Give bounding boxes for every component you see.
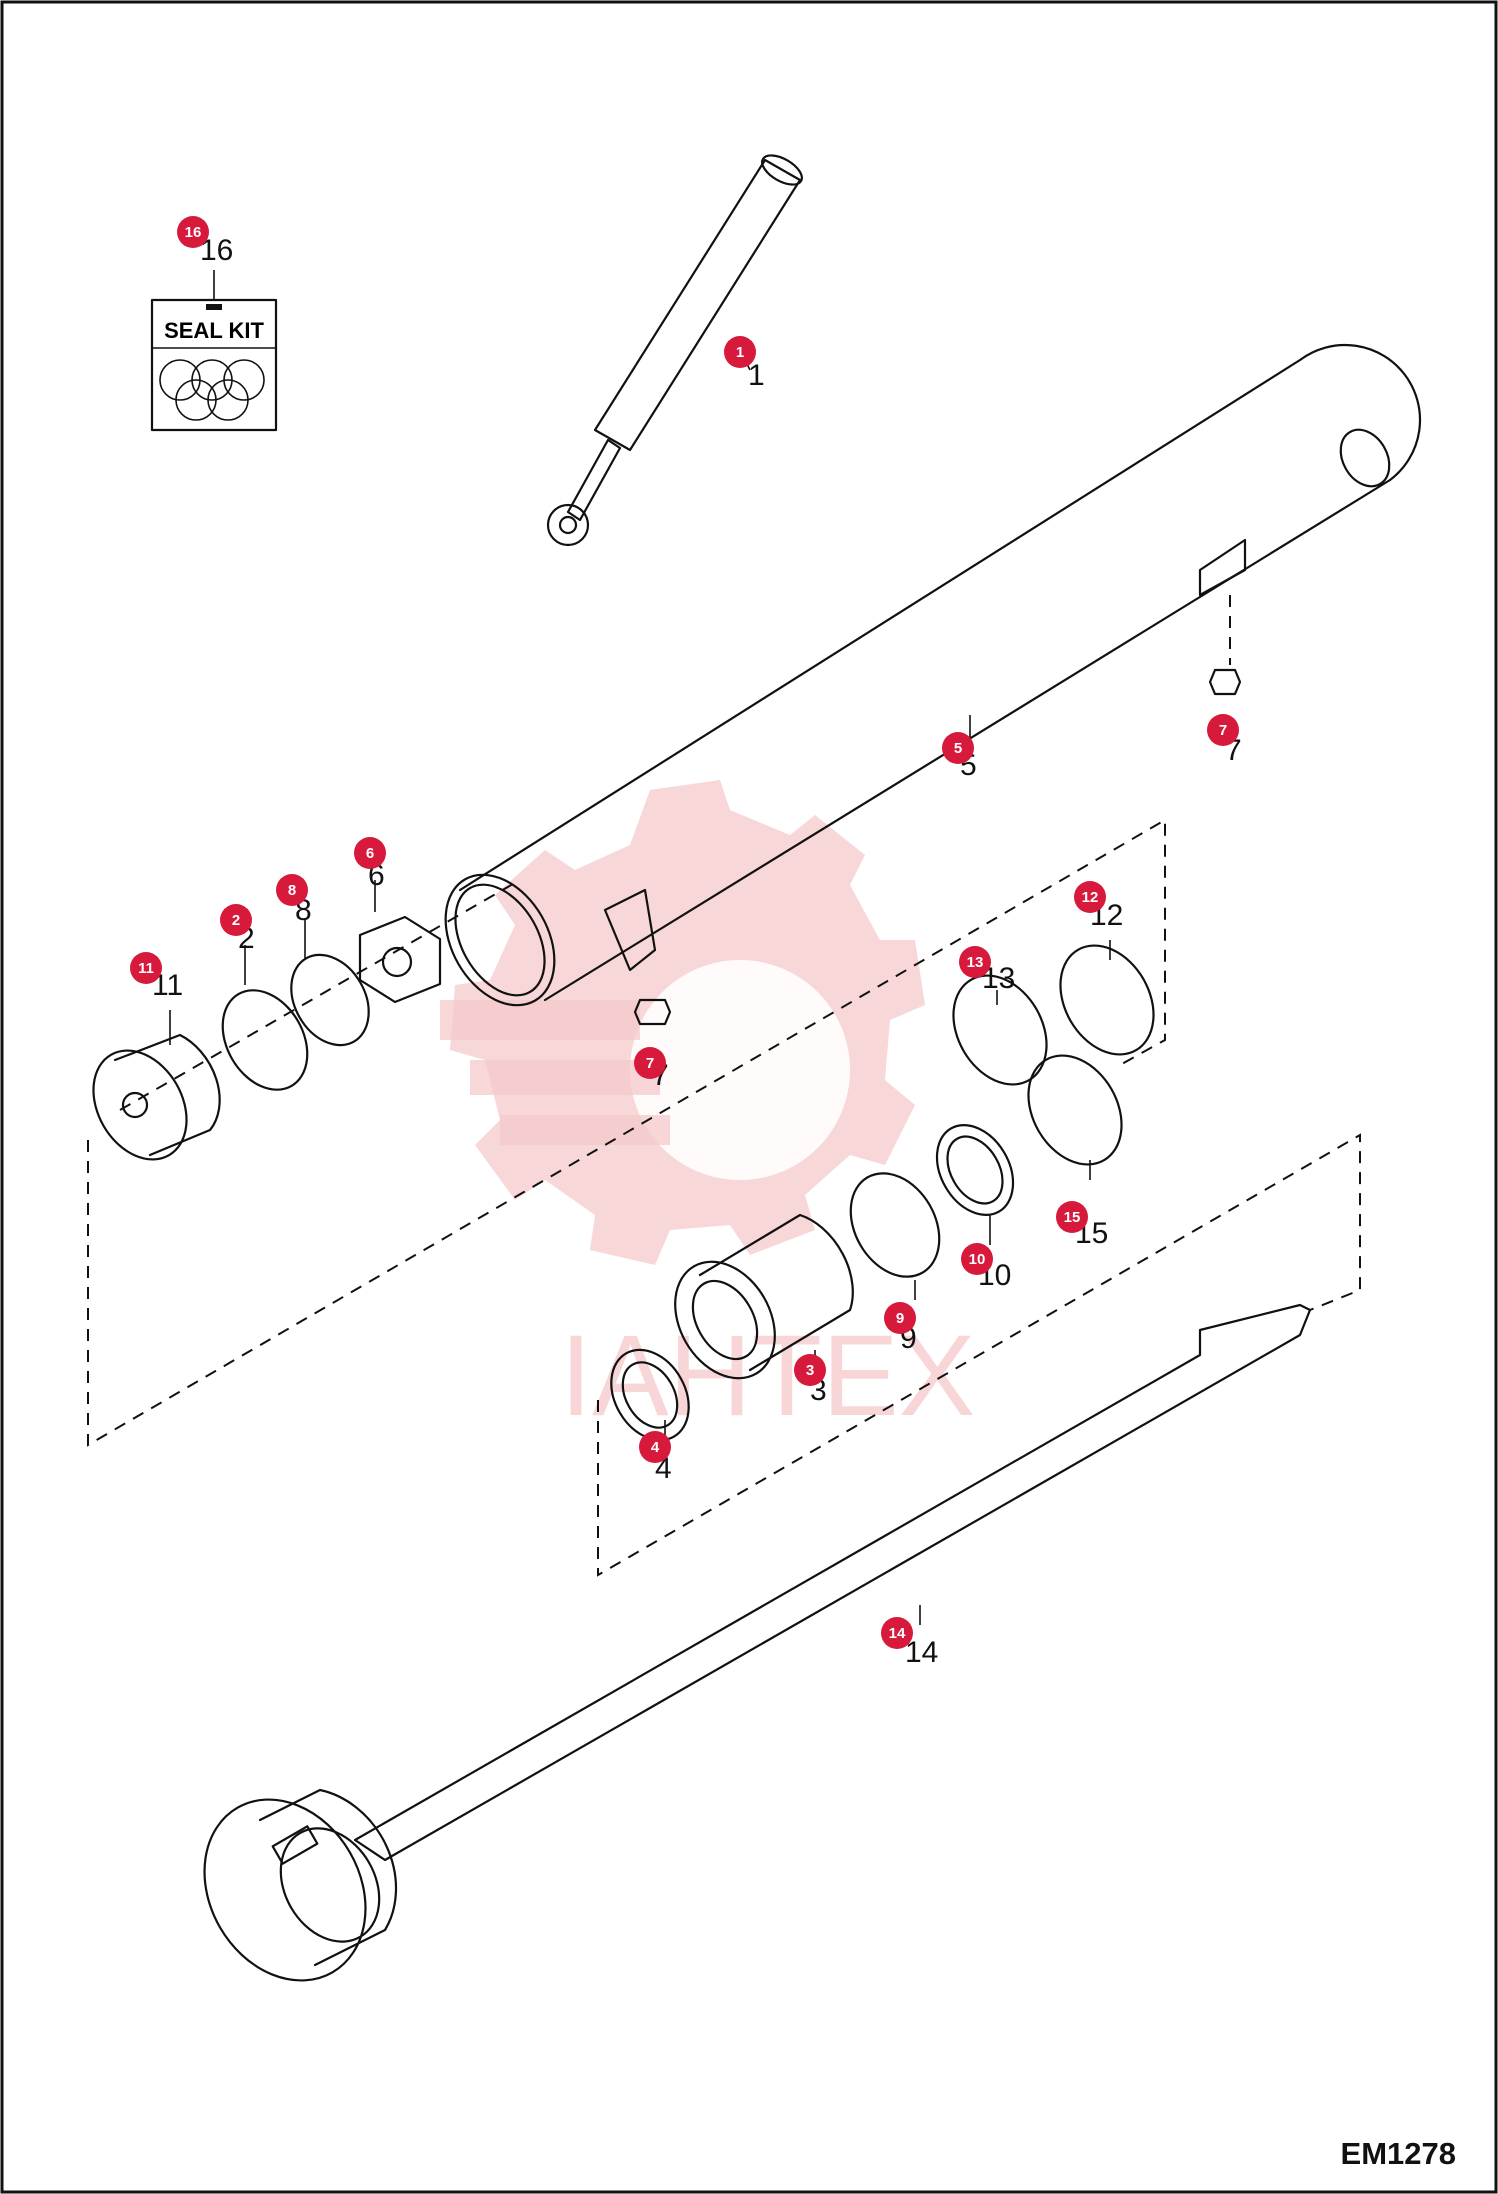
hotspot-15-label: 15 [1064,1209,1081,1226]
hotspot-10[interactable]: 10 [961,1243,993,1275]
hotspot-1[interactable]: 1 [724,336,756,368]
hotspot-2-label: 2 [232,912,240,929]
exploded-box-upper [87,818,1166,1447]
hotspot-4-label: 4 [651,1439,660,1456]
hotspot-14[interactable]: 14 [881,1617,913,1649]
callout-14-number: 14 [905,1636,938,1669]
ring-15 [1027,1054,1123,1166]
diagram-code: EM1278 [1340,2136,1456,2171]
hotspot-11[interactable]: 11 [130,952,162,984]
hotspot-7-lower[interactable]: 7 [634,1047,666,1079]
hotspot-12-label: 12 [1082,889,1099,906]
hotspot-1-label: 1 [736,344,744,361]
hotspot-8[interactable]: 8 [276,874,308,906]
hotspot-7-lower-label: 7 [646,1055,654,1072]
hotspot-6-label: 6 [366,845,374,862]
hotspot-9[interactable]: 9 [884,1302,916,1334]
o-ring-8 [290,953,370,1047]
hotspot-11-label: 11 [138,960,154,977]
fitting-lower [633,998,672,1026]
callout-1-number: 1 [748,359,765,392]
seal-kit-label: SEAL KIT [164,318,264,343]
piston-rod-14 [203,1303,1312,1982]
hotspot-6[interactable]: 6 [354,837,386,869]
backup-ring-12 [1059,944,1155,1056]
hotspot-10-label: 10 [969,1251,986,1268]
seal-kit-package: SEAL KIT [150,270,278,432]
hotspot-3-label: 3 [806,1362,814,1379]
fitting-upper [1208,595,1242,696]
hotspot-14-label: 14 [889,1625,906,1642]
hotspot-7-upper-label: 7 [1219,722,1227,739]
hotspot-16-label: 16 [185,224,202,241]
head-11 [92,1033,221,1161]
cylinder-assembly-overview [546,154,803,547]
wear-ring-10 [935,1123,1015,1217]
hotspot-5[interactable]: 5 [942,732,974,764]
hotspot-3[interactable]: 3 [794,1354,826,1386]
o-ring-9 [849,1172,941,1278]
watermark-gear-logo: IAHTEX [440,780,975,1440]
hotspot-15[interactable]: 15 [1056,1201,1088,1233]
backup-ring-2 [221,989,309,1091]
seal-4 [610,1348,690,1442]
hotspot-13-label: 13 [967,954,984,971]
hotspot-5-label: 5 [954,740,962,757]
hotspot-9-label: 9 [896,1310,904,1327]
hotspot-7-upper[interactable]: 7 [1207,714,1239,746]
watermark-text: IAHTEX [560,1312,975,1440]
hotspot-4[interactable]: 4 [639,1431,671,1463]
hotspot-8-label: 8 [288,882,296,899]
hotspot-16[interactable]: 16 [177,216,209,248]
exploded-box-lower [597,1133,1361,1577]
cylinder-barrel [444,343,1422,1007]
piston-3 [674,1213,854,1380]
hotspot-12[interactable]: 12 [1074,881,1106,913]
hotspot-2[interactable]: 2 [220,904,252,936]
o-ring-13 [952,974,1048,1086]
hotspot-13[interactable]: 13 [959,946,991,978]
